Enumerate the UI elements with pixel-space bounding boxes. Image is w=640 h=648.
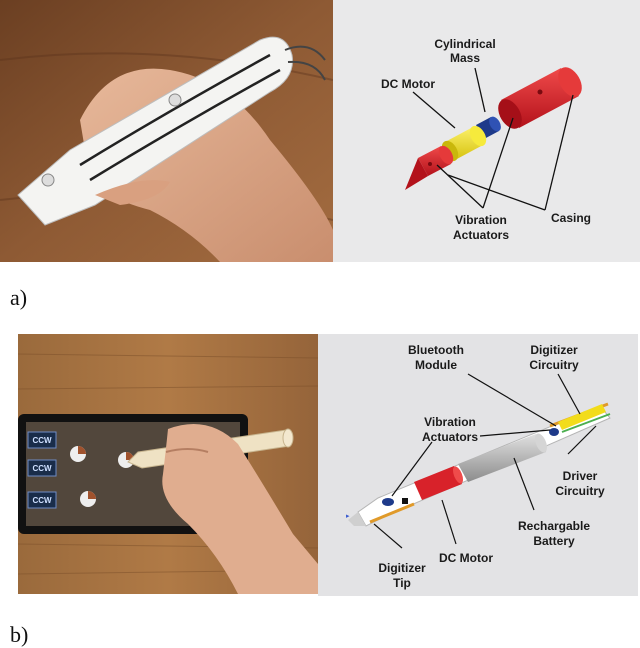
caption-b: b) <box>10 622 29 647</box>
label-cylindrical-mass-2: Mass <box>450 51 480 65</box>
rechargable-battery <box>458 433 547 482</box>
label-vibration-actuators-2: Actuators <box>453 228 509 242</box>
svg-text:CCW: CCW <box>32 464 52 473</box>
label-dc-motor: DC Motor <box>381 77 435 91</box>
svg-text:CCW: CCW <box>32 436 52 445</box>
label-digitizer-circuitry-2: Circuitry <box>529 358 579 372</box>
digitizer-circuitry-board <box>558 404 606 430</box>
casing-lower <box>405 145 454 190</box>
ccw-button-3: CCW <box>27 491 57 509</box>
label-driver-circuitry: Driver <box>563 469 598 483</box>
label-rechargable-battery: Rechargable <box>518 519 590 533</box>
casing-upper <box>498 67 582 129</box>
label-bluetooth-2: Module <box>415 358 457 372</box>
leader-lines <box>412 67 574 211</box>
diagram-prototype-components: Cylindrical Mass DC Motor Vibration Actu… <box>333 0 640 262</box>
ccw-button-1: CCW <box>27 431 57 449</box>
label-bluetooth: Bluetooth <box>408 343 464 357</box>
diagram-stylus-components: ▸ Bluetooth Module Digitizer Circuitry V… <box>318 334 638 596</box>
label-vibration-actuators: Vibration <box>455 213 507 227</box>
dc-motor-red <box>414 466 464 500</box>
prototype-device <box>17 36 326 226</box>
cylindrical-mass <box>476 116 501 139</box>
photo-handheld-prototype <box>0 0 333 262</box>
vibration-actuator-top <box>549 428 559 436</box>
label-driver-circuitry-2: Circuitry <box>555 484 605 498</box>
svg-text:▸: ▸ <box>346 513 350 520</box>
caption-a: a) <box>10 285 28 310</box>
ccw-button-2: CCW <box>27 459 57 477</box>
label-digitizer-tip: Digitizer <box>378 561 426 575</box>
svg-text:CCW: CCW <box>32 496 52 505</box>
photo-tablet-stylus: CCW CCW CCW CW <box>18 334 318 594</box>
label-dc-motor-b: DC Motor <box>439 551 493 565</box>
label-casing: Casing <box>551 211 591 225</box>
vibration-actuator-bottom <box>382 498 394 506</box>
label-vibration-actuators-b-2: Actuators <box>422 430 478 444</box>
leader-lines-b <box>373 373 597 549</box>
label-cylindrical-mass: Cylindrical <box>434 37 495 51</box>
label-digitizer-circuitry: Digitizer <box>530 343 578 357</box>
label-digitizer-tip-2: Tip <box>393 576 411 590</box>
label-rechargable-battery-2: Battery <box>533 534 575 548</box>
label-vibration-actuators-b: Vibration <box>424 415 476 429</box>
